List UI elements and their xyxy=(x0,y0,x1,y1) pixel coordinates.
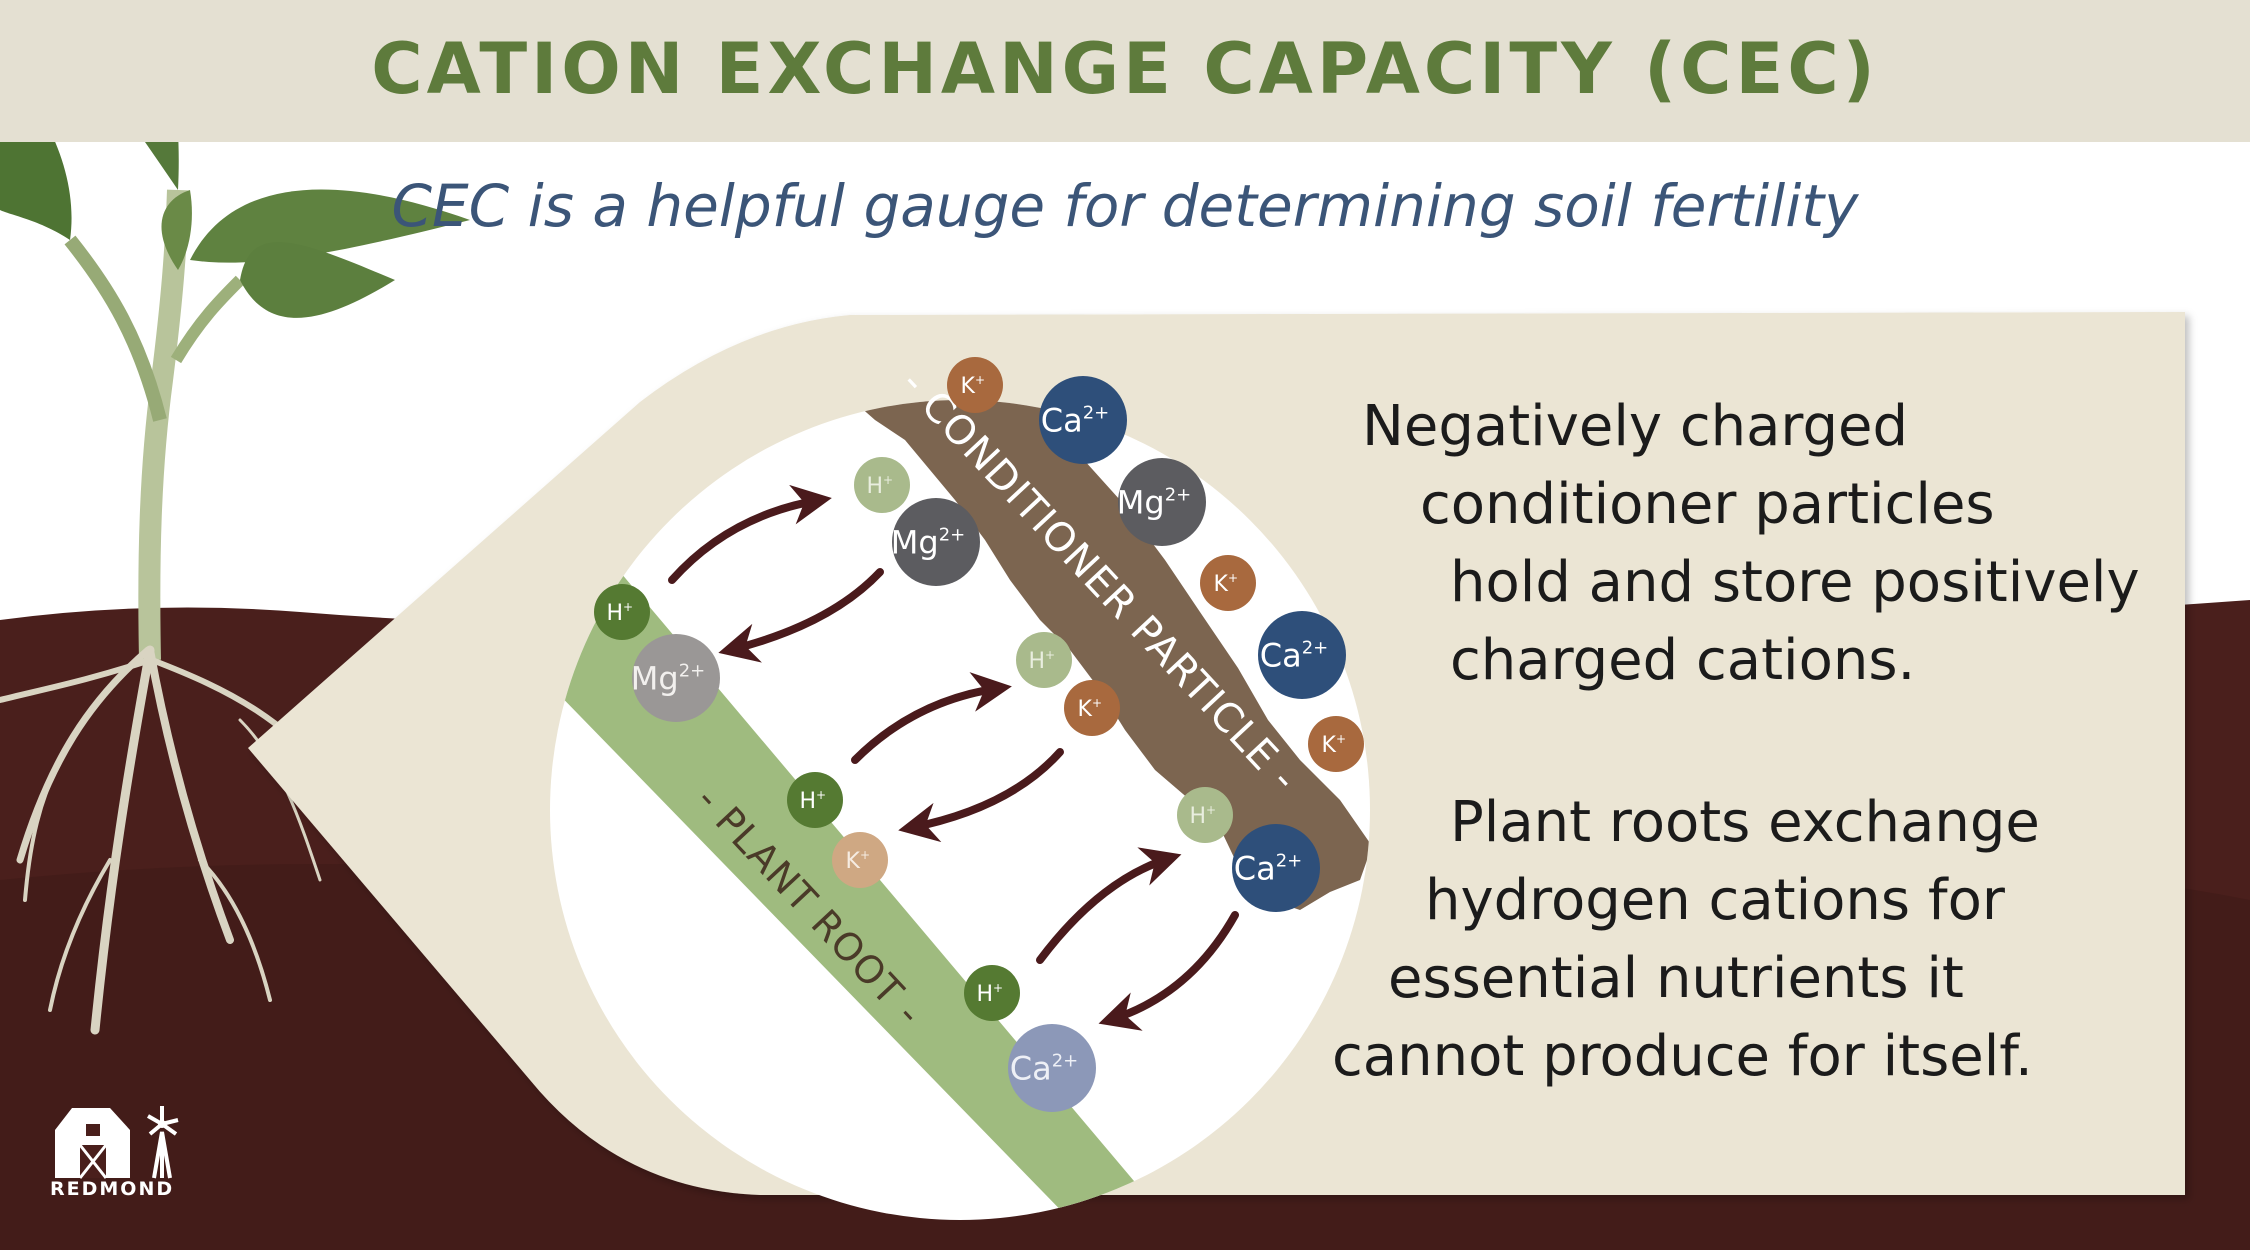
plant-root-band xyxy=(550,560,1150,1220)
ion-label: Ca2+ xyxy=(1260,637,1329,675)
ion-h4: H+ xyxy=(594,584,650,640)
ion-label: K+ xyxy=(846,848,871,874)
text-2-line-1: Plant roots exchange xyxy=(1450,790,2040,855)
ion-label: Ca2+ xyxy=(1234,850,1303,888)
ion-h5: H+ xyxy=(787,772,843,828)
ion-mg3: Mg2+ xyxy=(631,634,720,722)
ion-k5: K+ xyxy=(832,832,888,888)
ion-circle xyxy=(947,357,1003,413)
ion-label: Mg2+ xyxy=(1117,484,1191,522)
ion-mg2: Mg2+ xyxy=(891,498,980,586)
ion-ca2: Ca2+ xyxy=(1258,611,1346,699)
leaf-lower xyxy=(240,242,395,318)
arrow-6 xyxy=(1098,911,1239,1031)
ion-circle xyxy=(1008,1024,1096,1112)
plant-roots xyxy=(0,645,353,1035)
text-1-line-1: Negatively charged xyxy=(1362,394,1908,459)
ion-label: H+ xyxy=(799,788,826,814)
ion-circle xyxy=(964,965,1020,1021)
ion-circle xyxy=(1118,458,1206,546)
ion-label: K+ xyxy=(1078,696,1103,722)
ion-circle xyxy=(1232,824,1320,912)
text-2-line-2: hydrogen cations for xyxy=(1425,868,2005,933)
ion-circle xyxy=(832,832,888,888)
ion-circle xyxy=(892,498,980,586)
ion-circle xyxy=(1177,787,1233,843)
leaf-small xyxy=(161,190,192,270)
ion-h2: H+ xyxy=(1016,632,1072,688)
leaf-right xyxy=(190,189,470,263)
arrow-3 xyxy=(851,672,1012,764)
title-bar xyxy=(0,0,2250,142)
ion-k1: K+ xyxy=(947,357,1003,413)
ion-label: H+ xyxy=(866,473,893,499)
ion-k3: K+ xyxy=(1064,680,1120,736)
ion-label: K+ xyxy=(1322,732,1347,758)
ion-label: Ca2+ xyxy=(1041,402,1110,440)
ion-circle xyxy=(787,772,843,828)
ion-label: Mg2+ xyxy=(631,660,705,698)
text-1-line-3: hold and store positively xyxy=(1450,550,2140,615)
ion-circle xyxy=(594,584,650,640)
ion-circle xyxy=(632,634,720,722)
ion-circle xyxy=(1308,716,1364,772)
arrow-1 xyxy=(668,484,832,584)
arrow-2 xyxy=(718,568,884,663)
ion-label: K+ xyxy=(961,373,986,399)
ion-label: H+ xyxy=(976,981,1003,1007)
text-1-line-2: conditioner particles xyxy=(1420,472,1995,537)
arrow-4 xyxy=(898,748,1064,843)
ion-k4: K+ xyxy=(1308,716,1364,772)
ion-label: Ca2+ xyxy=(1010,1050,1079,1088)
text-2-line-3: essential nutrients it xyxy=(1388,946,1964,1011)
ion-ca3: Ca2+ xyxy=(1232,824,1320,912)
ion-circle xyxy=(1258,611,1346,699)
conditioner-particle xyxy=(828,400,1370,910)
ion-circle xyxy=(1200,555,1256,611)
ion-circle xyxy=(1064,680,1120,736)
ion-label: K+ xyxy=(1214,571,1239,597)
text-1-line-4: charged cations. xyxy=(1450,628,1916,693)
ion-h3: H+ xyxy=(1177,787,1233,843)
page-subtitle: CEC is a helpful gauge for determining s… xyxy=(391,172,1859,240)
ion-h1: H+ xyxy=(854,457,910,513)
ion-circle xyxy=(1039,376,1127,464)
ion-mg1: Mg2+ xyxy=(1117,458,1206,546)
ions-layer: K+ Ca2+ H+ Mg2+ Mg2+ K+ Ca2+ H+ K+ K+ H+ Ca2+ H+ Mg2+… xyxy=(594,357,1364,1112)
ion-k2: K+ xyxy=(1200,555,1256,611)
ion-ca4: Ca2+ xyxy=(1008,1024,1096,1112)
arrow-5 xyxy=(1036,847,1182,964)
exchange-arrows xyxy=(668,484,1239,1031)
logo-text: REDMOND xyxy=(50,1178,175,1200)
ion-label: H+ xyxy=(606,600,633,626)
redmond-barn-logo-icon xyxy=(55,1106,179,1179)
ion-label: Mg2+ xyxy=(891,524,965,562)
ion-h6: H+ xyxy=(964,965,1020,1021)
text-2-line-4: cannot produce for itself. xyxy=(1332,1024,2033,1089)
ion-circle xyxy=(854,457,910,513)
ion-circle xyxy=(1016,632,1072,688)
ion-label: H+ xyxy=(1189,803,1216,829)
ion-label: H+ xyxy=(1028,648,1055,674)
ion-ca1: Ca2+ xyxy=(1039,376,1127,464)
page-title: CATION EXCHANGE CAPACITY (CEC) xyxy=(371,28,1879,110)
